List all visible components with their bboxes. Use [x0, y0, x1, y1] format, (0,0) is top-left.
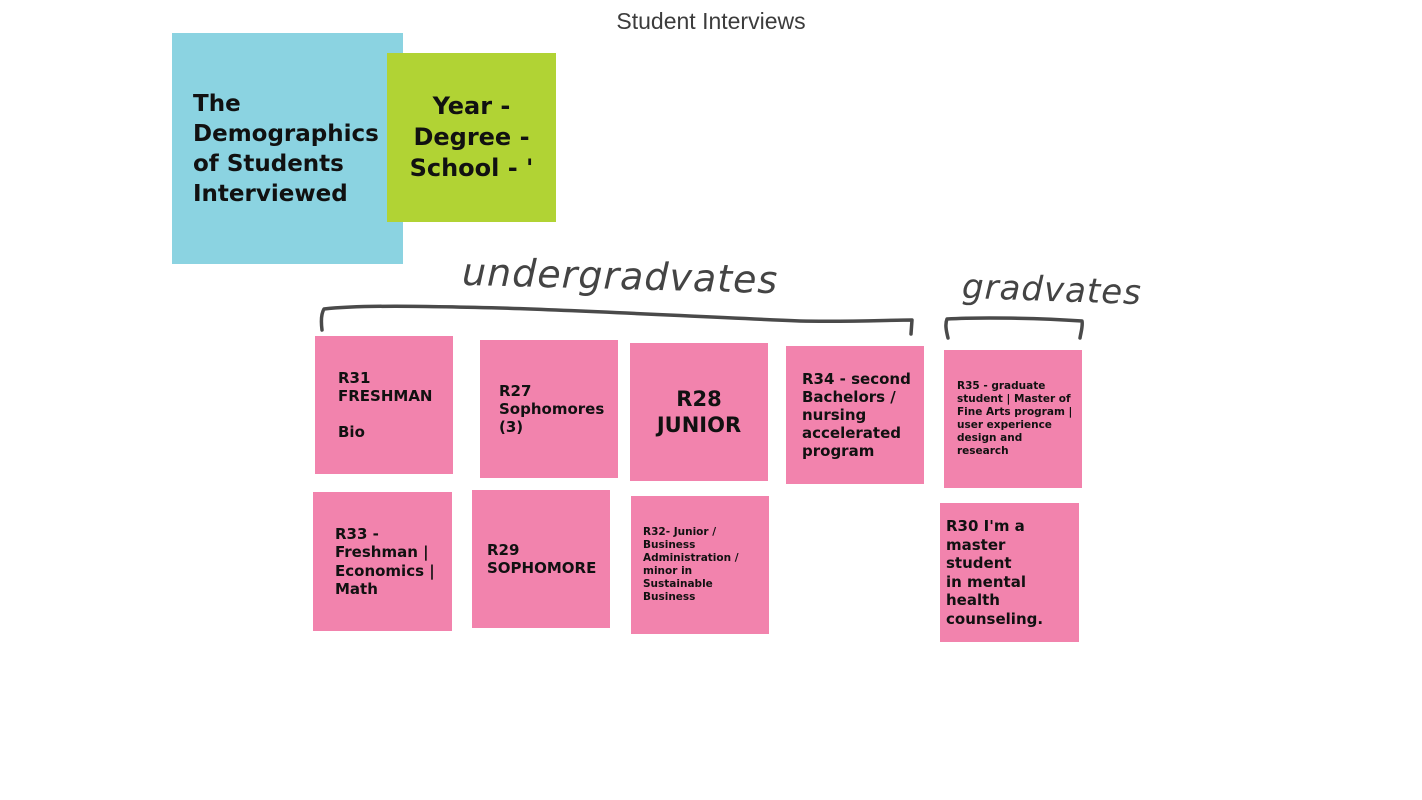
- sticky-note-r27[interactable]: R27 Sophomores (3): [480, 340, 618, 478]
- year-degree-note-text: Year - Degree - School - ': [409, 92, 534, 182]
- note-text-r28: R28 JUNIOR: [656, 387, 742, 437]
- note-text-r29: R29 SOPHOMORE: [487, 541, 597, 577]
- sticky-note-r33[interactable]: R33 - Freshman | Economics | Math: [313, 492, 452, 631]
- undergraduates-bracket: [319, 304, 914, 336]
- note-text-r31: R31 FRESHMAN Bio: [338, 369, 433, 441]
- note-text-r30: R30 I'm a master student in mental healt…: [946, 517, 1044, 628]
- board-title: Student Interviews: [616, 8, 806, 34]
- sticky-note-r29[interactable]: R29 SOPHOMORE: [472, 490, 610, 628]
- sticky-note-r34[interactable]: R34 - second Bachelors / nursing acceler…: [786, 346, 924, 484]
- demographics-note-text: The Demographics of Students Interviewed: [193, 90, 379, 207]
- sticky-note-r31[interactable]: R31 FRESHMAN Bio: [315, 336, 453, 474]
- note-text-r34: R34 - second Bachelors / nursing acceler…: [802, 370, 911, 460]
- sticky-note-r30[interactable]: R30 I'm a master student in mental healt…: [940, 503, 1079, 642]
- note-text-r32: R32- Junior / Business Administration / …: [643, 526, 739, 603]
- note-text-r35: R35 - graduate student | Master of Fine …: [957, 380, 1073, 457]
- note-text-r33: R33 - Freshman | Economics | Math: [335, 524, 435, 599]
- note-text-r27: R27 Sophomores (3): [499, 382, 605, 436]
- year-degree-school-sticky-note[interactable]: Year - Degree - School - ': [387, 53, 556, 222]
- graduates-handwritten-label: gradvates: [961, 266, 1143, 314]
- graduates-bracket: [944, 316, 1084, 340]
- sticky-note-r35[interactable]: R35 - graduate student | Master of Fine …: [944, 350, 1082, 488]
- demographics-sticky-note[interactable]: The Demographics of Students Interviewed: [172, 33, 403, 264]
- undergraduates-handwritten-label: undergradvates: [461, 249, 779, 303]
- sticky-note-r32[interactable]: R32- Junior / Business Administration / …: [631, 496, 769, 634]
- sticky-note-r28[interactable]: R28 JUNIOR: [630, 343, 768, 481]
